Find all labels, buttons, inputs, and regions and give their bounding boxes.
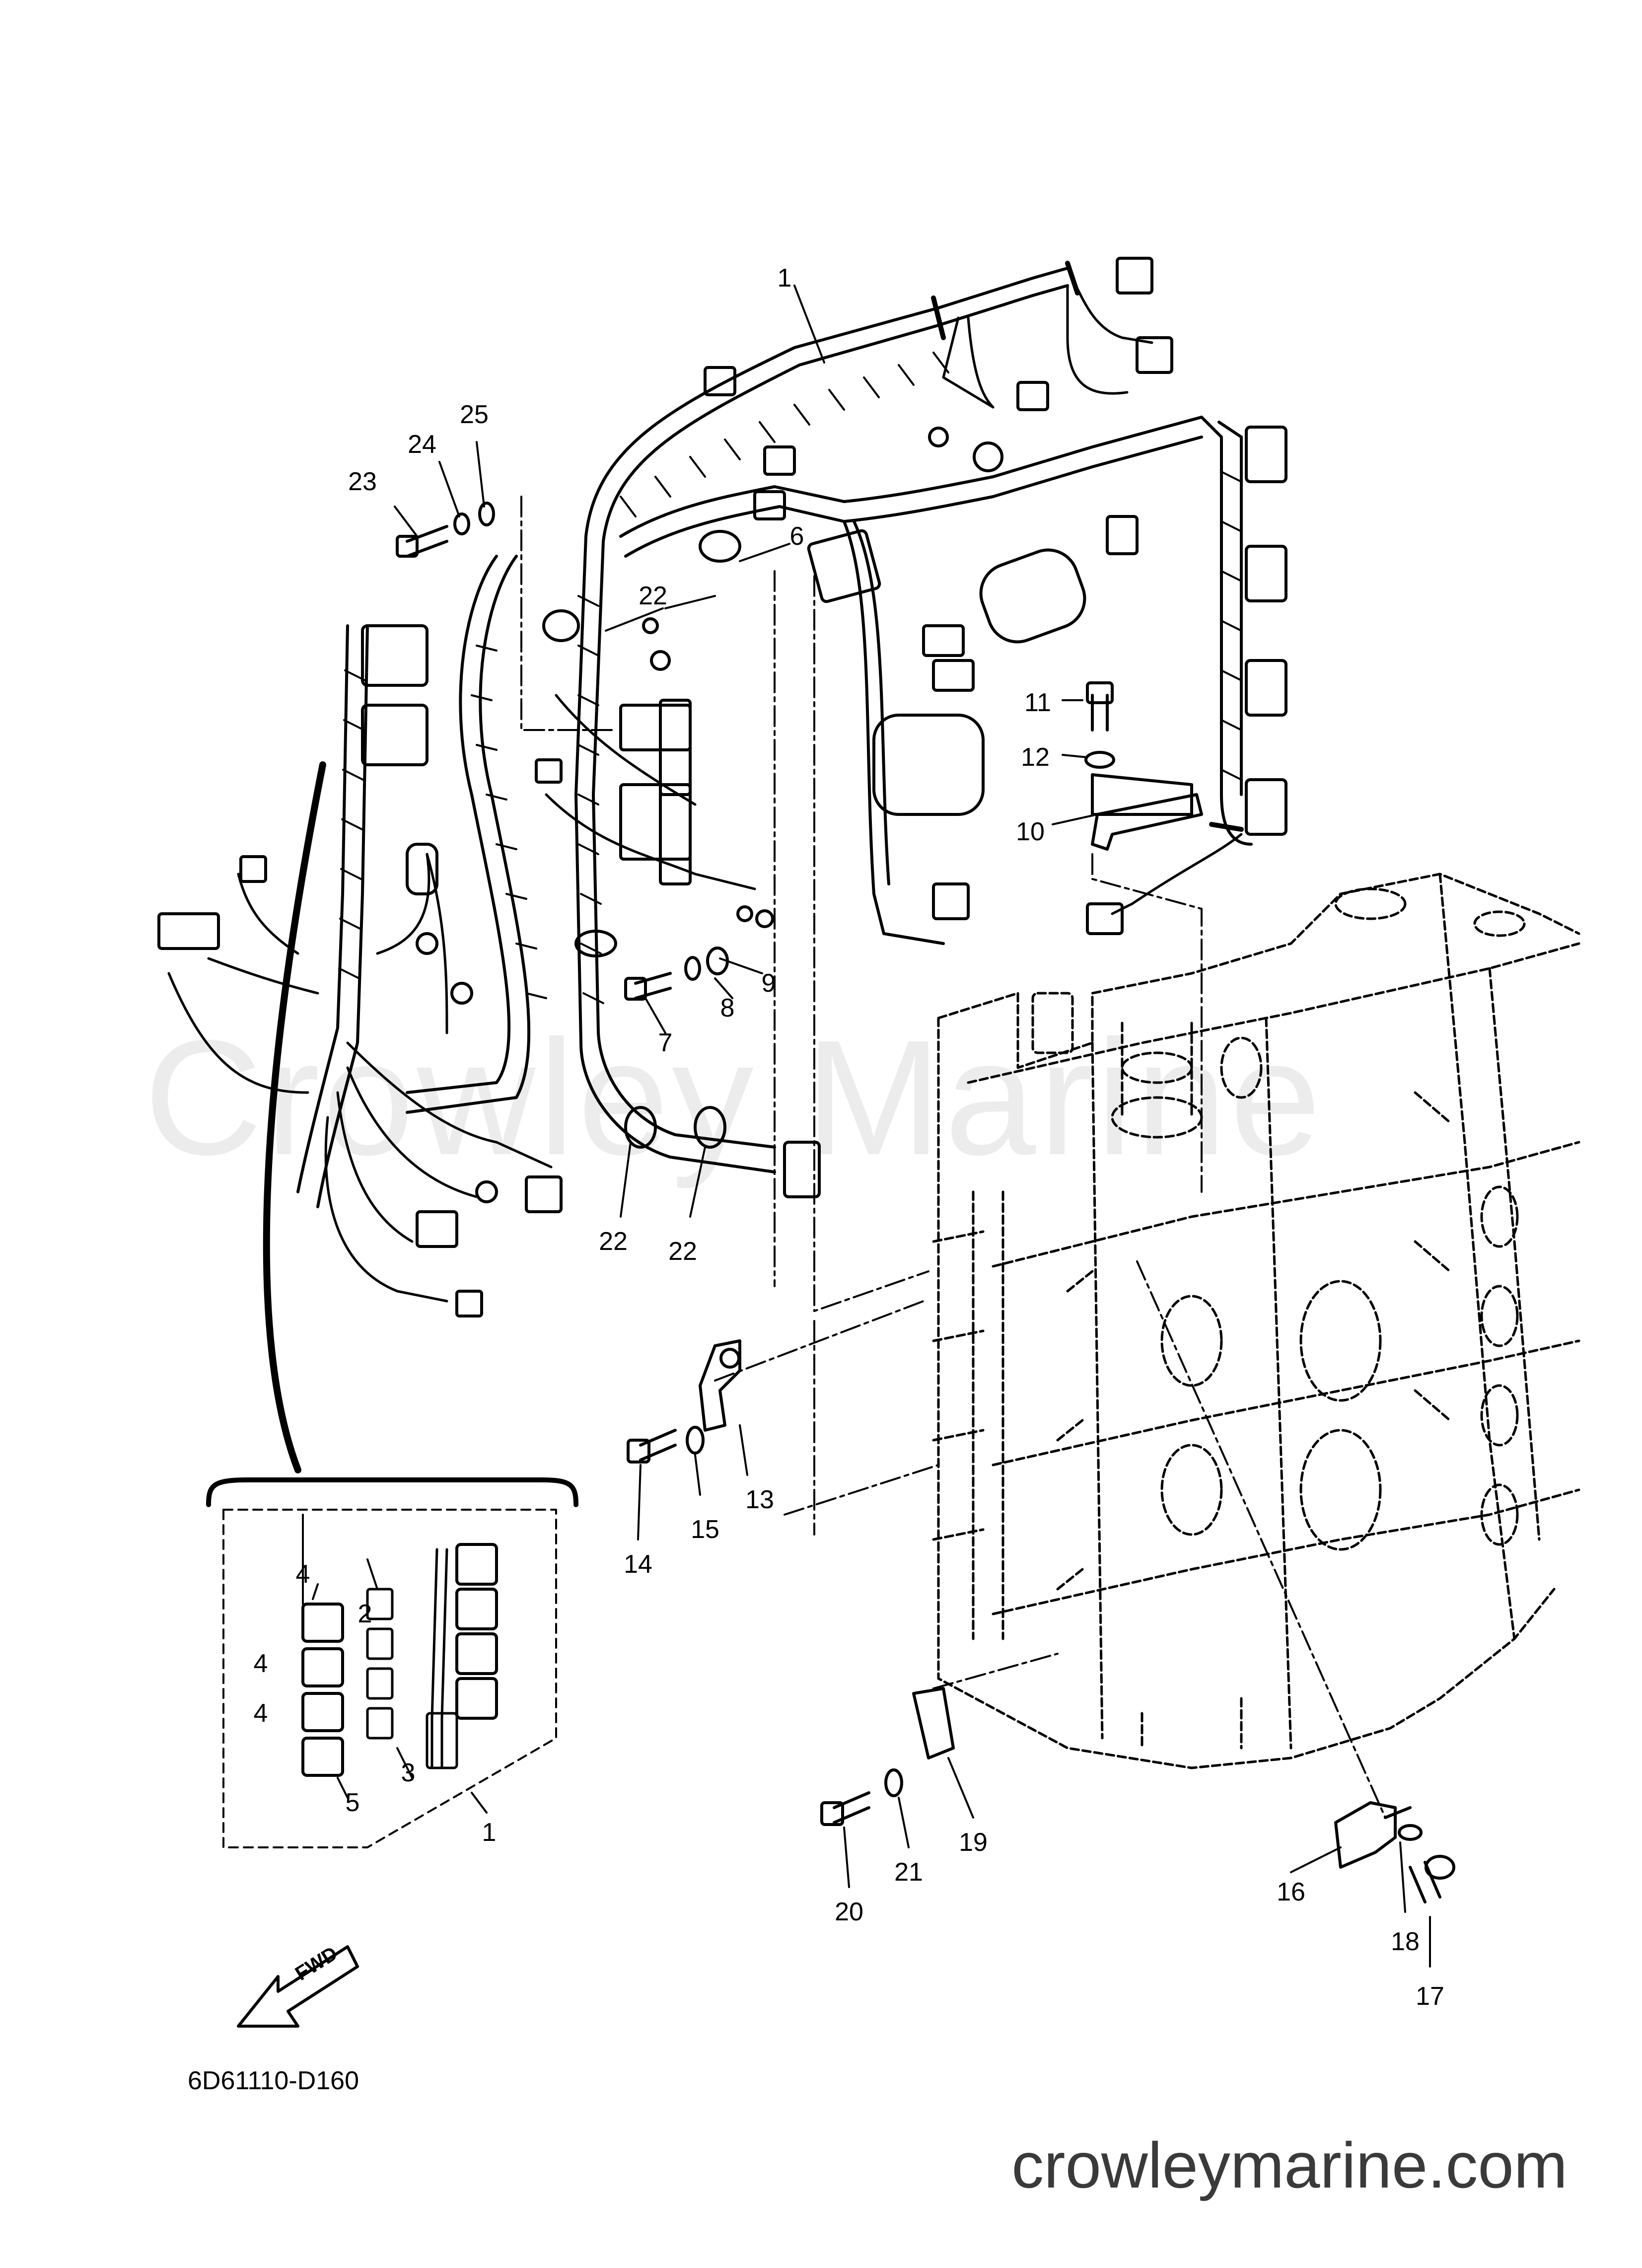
callout-6: 6 [789, 522, 804, 551]
callout-17: 17 [1416, 1982, 1444, 2011]
callout-1-inset: 1 [482, 1818, 497, 1847]
callout-14: 14 [624, 1550, 652, 1579]
callout-4: 4 [295, 1560, 310, 1589]
callout-2: 2 [357, 1600, 372, 1628]
callout-22: 22 [668, 1237, 697, 1266]
callout-10: 10 [1016, 817, 1045, 846]
callout-19: 19 [959, 1828, 988, 1857]
callout-7: 7 [658, 1028, 673, 1057]
callout-22: 22 [639, 582, 667, 610]
engine-block [932, 873, 1580, 1769]
callout-22: 22 [599, 1227, 628, 1256]
fwd-arrow-icon [237, 1945, 359, 2028]
callout-16: 16 [1277, 1878, 1305, 1906]
callout-leaders [394, 285, 1431, 1968]
callout-8: 8 [720, 994, 735, 1023]
callout-1: 1 [777, 264, 792, 293]
callout-13: 13 [745, 1485, 774, 1514]
callout-20: 20 [835, 1898, 863, 1926]
callout-25: 25 [460, 400, 489, 429]
callout-24: 24 [408, 430, 436, 459]
callout-18: 18 [1391, 1927, 1420, 1956]
callout-3: 3 [401, 1758, 416, 1787]
callout-21: 21 [894, 1858, 923, 1887]
wire-harness [167, 261, 1253, 1303]
watermark: Crowley Marine [144, 1006, 1324, 1189]
reference-lines [520, 496, 1386, 1819]
connectors [157, 257, 1287, 1317]
callout-9: 9 [761, 969, 776, 998]
fasteners-upper [396, 502, 1455, 1903]
drawing-code: 6D61110-D160 [188, 2066, 359, 2095]
callout-15: 15 [691, 1515, 719, 1544]
inset-box [206, 761, 578, 1848]
callout-5: 5 [345, 1788, 360, 1817]
site-credit-link[interactable]: crowleymarine.com [1011, 2129, 1568, 2201]
callout-4: 4 [253, 1699, 268, 1728]
callout-4: 4 [253, 1649, 268, 1678]
callout-12: 12 [1021, 743, 1050, 772]
callout-23: 23 [348, 467, 377, 496]
callout-11: 11 [1024, 688, 1051, 717]
brackets [699, 793, 1412, 1869]
